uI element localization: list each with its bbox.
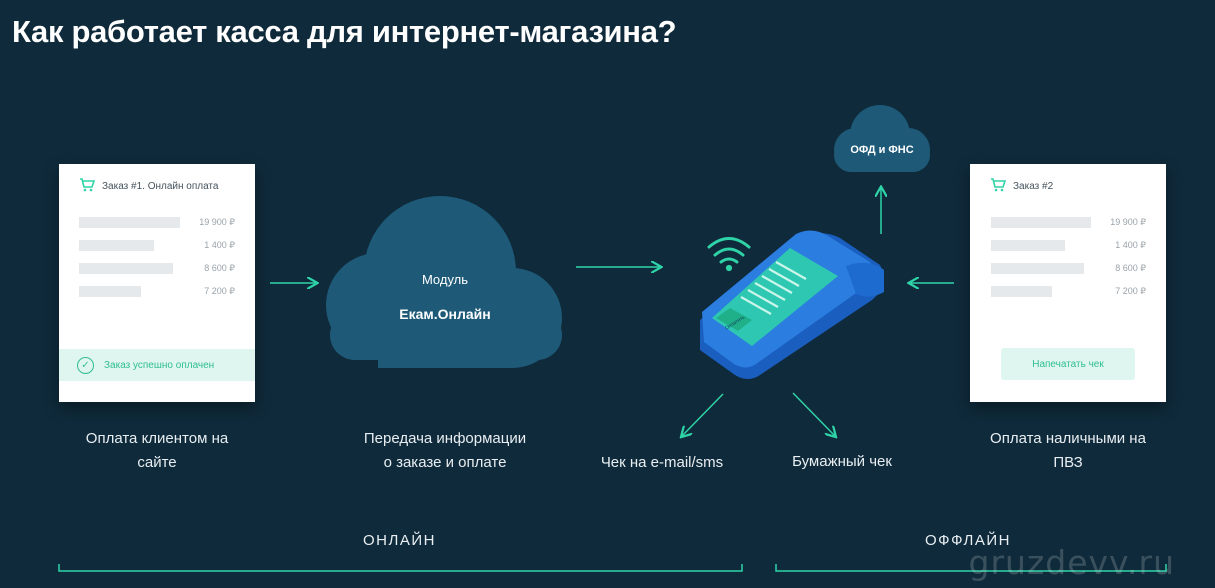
order1-item-bar xyxy=(79,286,141,297)
online-section-label: ОНЛАЙН xyxy=(363,532,436,549)
offline-section-label: ОФФЛАЙН xyxy=(925,532,1011,549)
offline-section-line xyxy=(775,564,1167,572)
caption-pay-site-line2: сайте xyxy=(137,454,177,471)
order2-item-bar xyxy=(991,263,1084,274)
order2-price: 19 900 ₽ xyxy=(1110,217,1146,227)
payment-terminal-icon xyxy=(700,230,884,379)
order2-price: 7 200 ₽ xyxy=(1115,286,1146,296)
wifi-icon xyxy=(707,237,751,272)
module-name: Екам.Онлайн xyxy=(399,306,491,322)
order2-price: 1 400 ₽ xyxy=(1115,240,1146,250)
order1-price: 19 900 ₽ xyxy=(199,217,235,227)
cart-icon xyxy=(990,178,1007,195)
watermark: gruzdevv.ru xyxy=(968,543,1175,582)
order1-title: Заказ #1. Онлайн оплата xyxy=(102,181,219,192)
order1-header: Заказ #1. Онлайн оплата xyxy=(79,178,218,195)
caption-email-receipt: Чек на e-mail/sms xyxy=(600,454,724,471)
caption-transfer-line1: Передача информации xyxy=(363,430,527,447)
caption-pay-site-line1: Оплата клиентом на xyxy=(85,430,229,447)
order1-price: 7 200 ₽ xyxy=(204,286,235,296)
module-label: Модуль xyxy=(421,272,469,287)
order1-price: 1 400 ₽ xyxy=(204,240,235,250)
caption-pay-site: Оплата клиентом на сайте xyxy=(57,427,257,475)
online-section-line xyxy=(58,564,743,572)
order2-header: Заказ #2 xyxy=(990,178,1053,195)
payment-success-text: Заказ успешно оплачен xyxy=(104,359,215,371)
order1-item-bar xyxy=(79,240,154,251)
payment-success-strip: ✓ Заказ успешно оплачен xyxy=(59,349,255,381)
order1-item-bar xyxy=(79,217,180,228)
print-receipt-button[interactable]: Напечатать чек xyxy=(1001,348,1135,380)
caption-transfer: Передача информации о заказе и оплате xyxy=(340,427,550,475)
order2-price: 8 600 ₽ xyxy=(1115,263,1146,273)
order2-item-bar xyxy=(991,286,1052,297)
ofd-fns-label: ОФД и ФНС xyxy=(850,144,914,156)
page-title: Как работает касса для интернет-магазина… xyxy=(12,14,677,49)
caption-pay-cash: Оплата наличными на ПВЗ xyxy=(968,427,1168,475)
order1-price: 8 600 ₽ xyxy=(204,263,235,273)
order2-item-bar xyxy=(991,217,1091,228)
check-icon: ✓ xyxy=(77,356,94,374)
order2-item-bar xyxy=(991,240,1065,251)
order1-card: Заказ #1. Онлайн оплата 19 900 ₽ 1 400 ₽… xyxy=(59,164,255,402)
caption-transfer-line2: о заказе и оплате xyxy=(383,454,507,471)
caption-pay-cash-line1: Оплата наличными на xyxy=(990,430,1146,447)
caption-paper-receipt: Бумажный чек xyxy=(792,453,892,470)
module-cloud xyxy=(326,196,562,368)
cart-icon xyxy=(79,178,96,195)
arrow-terminal-to-paper xyxy=(792,392,835,436)
ofd-cloud xyxy=(834,105,930,172)
order2-title: Заказ #2 xyxy=(1013,181,1054,192)
arrow-terminal-to-email xyxy=(682,393,724,436)
order2-card: Заказ #2 19 900 ₽ 1 400 ₽ 8 600 ₽ 7 200 … xyxy=(970,164,1166,402)
order1-item-bar xyxy=(79,263,173,274)
caption-pay-cash-line2: ПВЗ xyxy=(1053,454,1083,471)
